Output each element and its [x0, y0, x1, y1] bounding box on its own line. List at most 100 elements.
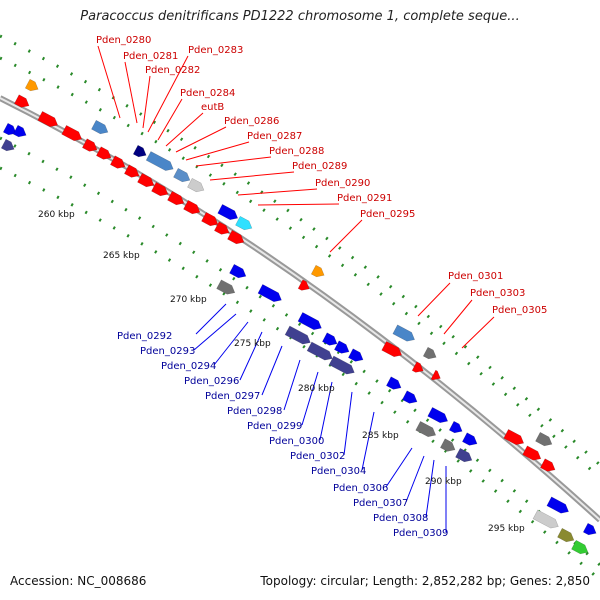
gene-label[interactable]: Pden_0305 — [492, 305, 547, 316]
gene-block — [201, 211, 219, 227]
gene-label[interactable]: Pden_0281 — [123, 51, 178, 62]
gene-block — [422, 346, 437, 360]
gene-label[interactable]: Pden_0299 — [247, 421, 302, 432]
gene-block — [402, 390, 418, 404]
gene-block — [167, 190, 185, 206]
gene-arrow — [2, 122, 17, 136]
leader-line — [185, 141, 250, 161]
gene-arrow — [328, 355, 355, 375]
gene-label[interactable]: Pden_0292 — [117, 331, 172, 342]
gene-block — [187, 177, 205, 193]
gene-label[interactable]: Pden_0308 — [373, 513, 428, 524]
gene-label[interactable]: Pden_0297 — [205, 391, 260, 402]
gene-block — [328, 355, 355, 375]
gene-arrow — [216, 279, 236, 295]
gene-label[interactable]: Pden_0289 — [292, 161, 347, 172]
leader-line — [97, 45, 121, 119]
kbp-tick-labels: 260 kbp 265 kbp 270 kbp 275 kbp 280 kbp … — [38, 210, 525, 534]
gene-arrow — [522, 445, 542, 461]
gene-label[interactable]: Pden_0282 — [145, 65, 200, 76]
gene-arrow — [430, 369, 441, 381]
gene-arrow — [455, 447, 473, 463]
kbp-label: 260 kbp — [38, 210, 75, 220]
leader-line — [425, 459, 435, 518]
gene-arrow — [392, 324, 415, 342]
gene-label[interactable]: eutB — [201, 102, 224, 113]
gene-label[interactable]: Pden_0307 — [353, 498, 408, 509]
gene-block — [411, 361, 424, 373]
leader-line — [142, 75, 151, 129]
gene-block — [216, 279, 236, 295]
gene-label[interactable]: Pden_0302 — [290, 451, 345, 462]
gene-arrow — [306, 341, 333, 361]
gene-label[interactable]: Pden_0280 — [96, 35, 151, 46]
gene-block — [183, 199, 201, 215]
gene-label[interactable]: Pden_0293 — [140, 346, 195, 357]
accession-text: Accession: NC_008686 — [10, 574, 147, 588]
gene-arrow — [448, 420, 463, 434]
gene-block — [427, 407, 449, 424]
gene-label[interactable]: Pden_0283 — [188, 45, 243, 56]
gene-arrow — [381, 341, 403, 358]
gene-label[interactable]: Pden_0287 — [247, 131, 302, 142]
kbp-label: 270 kbp — [170, 295, 207, 305]
gene-block — [557, 527, 575, 543]
kbp-label: 295 kbp — [488, 524, 525, 534]
gene-label[interactable]: Pden_0291 — [337, 193, 392, 204]
gene-block — [455, 447, 473, 463]
gene-label[interactable]: Pden_0295 — [360, 209, 415, 220]
gene-arrow — [257, 284, 282, 302]
gene-arrow — [310, 264, 325, 278]
gene-block — [229, 263, 247, 279]
gene-label[interactable]: Pden_0304 — [311, 466, 366, 477]
gene-block — [322, 332, 338, 346]
label-leaders — [97, 45, 495, 532]
gene-block — [284, 325, 311, 345]
gene-label[interactable]: Pden_0298 — [227, 406, 282, 417]
leader-line — [195, 156, 272, 167]
gene-arrow — [0, 138, 15, 152]
leader-line — [361, 411, 375, 471]
gene-label[interactable]: Pden_0303 — [470, 288, 525, 299]
gene-arrow — [462, 432, 478, 446]
gene-label[interactable]: Pden_0286 — [224, 116, 279, 127]
kbp-label: 265 kbp — [103, 251, 140, 261]
gene-label[interactable]: Pden_0294 — [161, 361, 216, 372]
gene-label[interactable]: Pden_0288 — [269, 146, 324, 157]
gene-block — [334, 340, 350, 354]
gene-label[interactable]: Pden_0306 — [333, 483, 388, 494]
leader-line — [213, 321, 249, 366]
gene-block — [12, 124, 27, 138]
gene-label[interactable]: Pden_0284 — [180, 88, 235, 99]
gene-arrow — [535, 431, 553, 447]
map-title: Paracoccus denitrificans PD1222 chromoso… — [80, 9, 520, 24]
gene-label[interactable]: Pden_0296 — [184, 376, 239, 387]
gene-arrow — [557, 527, 575, 543]
gene-arrow — [12, 124, 27, 138]
tick-arc — [0, 136, 600, 567]
gene-arrow — [386, 376, 402, 390]
tick-arc — [0, 166, 600, 582]
gene-block — [386, 376, 402, 390]
gene-block — [235, 215, 253, 231]
gene-arrow — [229, 263, 247, 279]
gene-block — [257, 284, 282, 302]
gene-label[interactable]: Pden_0301 — [448, 271, 503, 282]
gene-label[interactable]: Pden_0300 — [269, 436, 324, 447]
gene-arrow — [110, 155, 126, 169]
leader-line — [195, 303, 227, 335]
gene-arrow — [334, 340, 350, 354]
leader-line — [175, 126, 227, 153]
gene-label[interactable]: Pden_0309 — [393, 528, 448, 539]
gene-arrow — [37, 111, 59, 128]
forward-gene-labels: Pden_0280 Pden_0281 Pden_0282 Pden_0283 … — [96, 35, 547, 316]
leader-line — [239, 331, 263, 381]
gene-label[interactable]: Pden_0290 — [315, 178, 370, 189]
gene-arrow — [440, 438, 456, 452]
gene-block — [2, 122, 17, 136]
leader-line — [417, 282, 451, 317]
leader-line — [237, 188, 318, 196]
gene-arrow — [503, 429, 525, 446]
gene-block — [415, 421, 437, 438]
